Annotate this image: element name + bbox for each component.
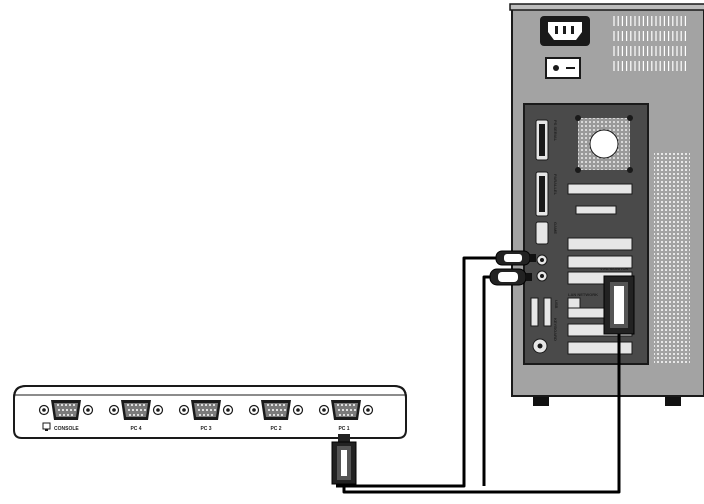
vga-connector-kvm [331,434,357,485]
power-switch[interactable] [545,57,581,79]
console-monitor-icon [42,422,51,431]
audio-jack-2 [536,270,548,282]
lan-port [567,297,581,309]
port-label-pc4: PC 4 [130,426,141,432]
kvm-cable-bundle [336,256,621,494]
port-label-pc2: PC 2 [270,426,281,432]
parallel-port-label: PARALLEL [553,174,558,196]
top-vent-slots [613,16,687,71]
vga-port-pc4[interactable] [108,400,164,420]
vga-port-pc1[interactable] [318,400,374,420]
parallel-port [535,171,549,217]
usb-label: USB [554,300,559,309]
lan-label: LAN NETWORK [568,292,598,297]
keyboard-label: KEYBOARD [553,318,558,341]
side-vent-grille [654,152,690,364]
kvm-switch: CONSOLE PC 4 PC 3 PC 2 PC 1 [13,385,407,439]
vga-port-pc2[interactable] [248,400,304,420]
vga-connector-computer [603,275,635,335]
serial-port [535,119,549,161]
vga-port-console[interactable] [38,400,94,420]
power-socket-icon [540,16,590,46]
usb-ports [530,297,552,327]
mouse-port-icon [532,338,548,354]
vga-port-pc3[interactable] [178,400,234,420]
audio-jack-1 [536,254,548,266]
game-port [535,221,549,245]
io-panel: PS SERIAL PARALLEL GAME USB [523,103,649,365]
serial-port-label: PS SERIAL [553,120,558,142]
game-port-label: GAME [553,222,558,234]
fan-icon [572,112,636,176]
ps2-connector-keyboard [495,250,536,266]
port-label-pc3: PC 3 [200,426,211,432]
port-label-console: CONSOLE [54,426,79,432]
ps2-connector-mouse [489,268,532,286]
computer-tower: PS SERIAL PARALLEL GAME USB [489,3,704,406]
vga-label: VGA MONITOR [600,266,629,271]
port-label-pc1: PC 1 [338,426,349,432]
